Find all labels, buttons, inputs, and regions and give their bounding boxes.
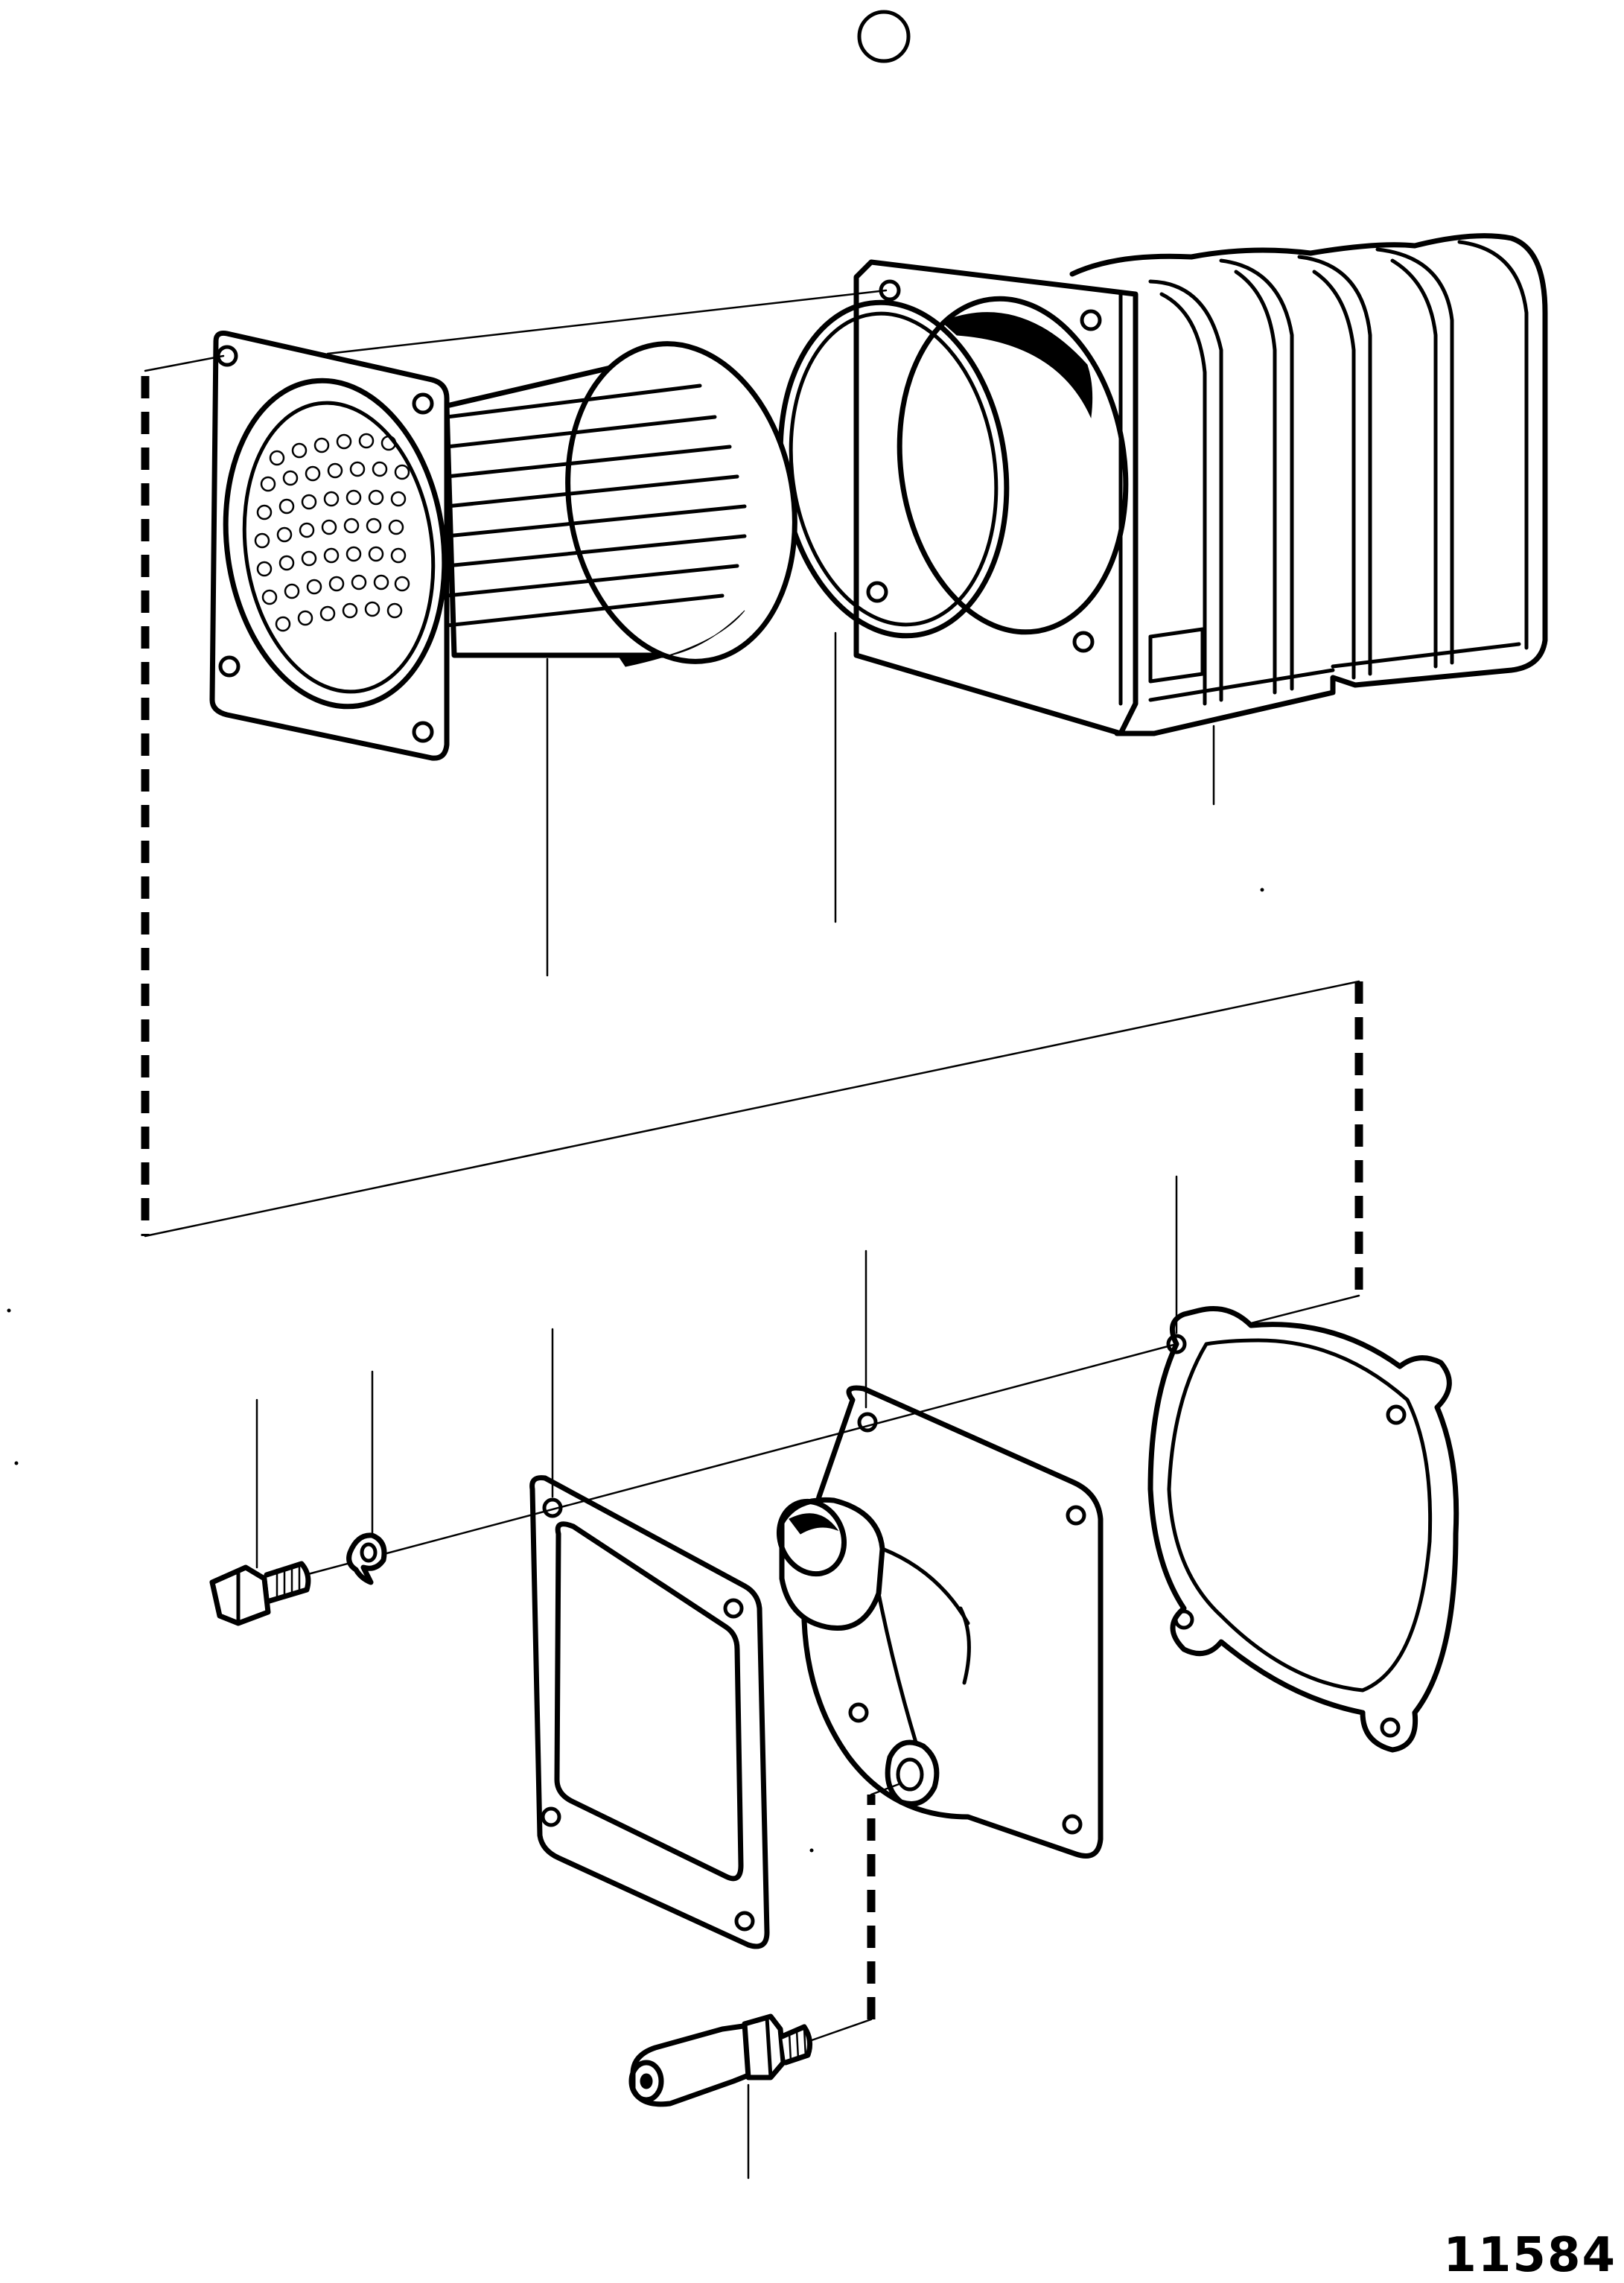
hose-nipple: [628, 1782, 902, 2179]
cover-gasket: [529, 1328, 770, 1949]
callout-circle: [857, 10, 911, 63]
figure-number: 11584: [1443, 2228, 1617, 2283]
end-cover-gasket: [209, 331, 450, 761]
screw: [209, 1398, 311, 1626]
washer: [346, 1370, 387, 1585]
assembly-path-lower: [304, 1343, 1178, 1576]
flange-gasket: [1147, 1175, 1459, 1753]
heat-exchanger-housing: [853, 233, 1548, 806]
tube-insert: [444, 341, 797, 977]
end-cover: [776, 1249, 1104, 1859]
tube-sheet-holes: [254, 433, 410, 632]
